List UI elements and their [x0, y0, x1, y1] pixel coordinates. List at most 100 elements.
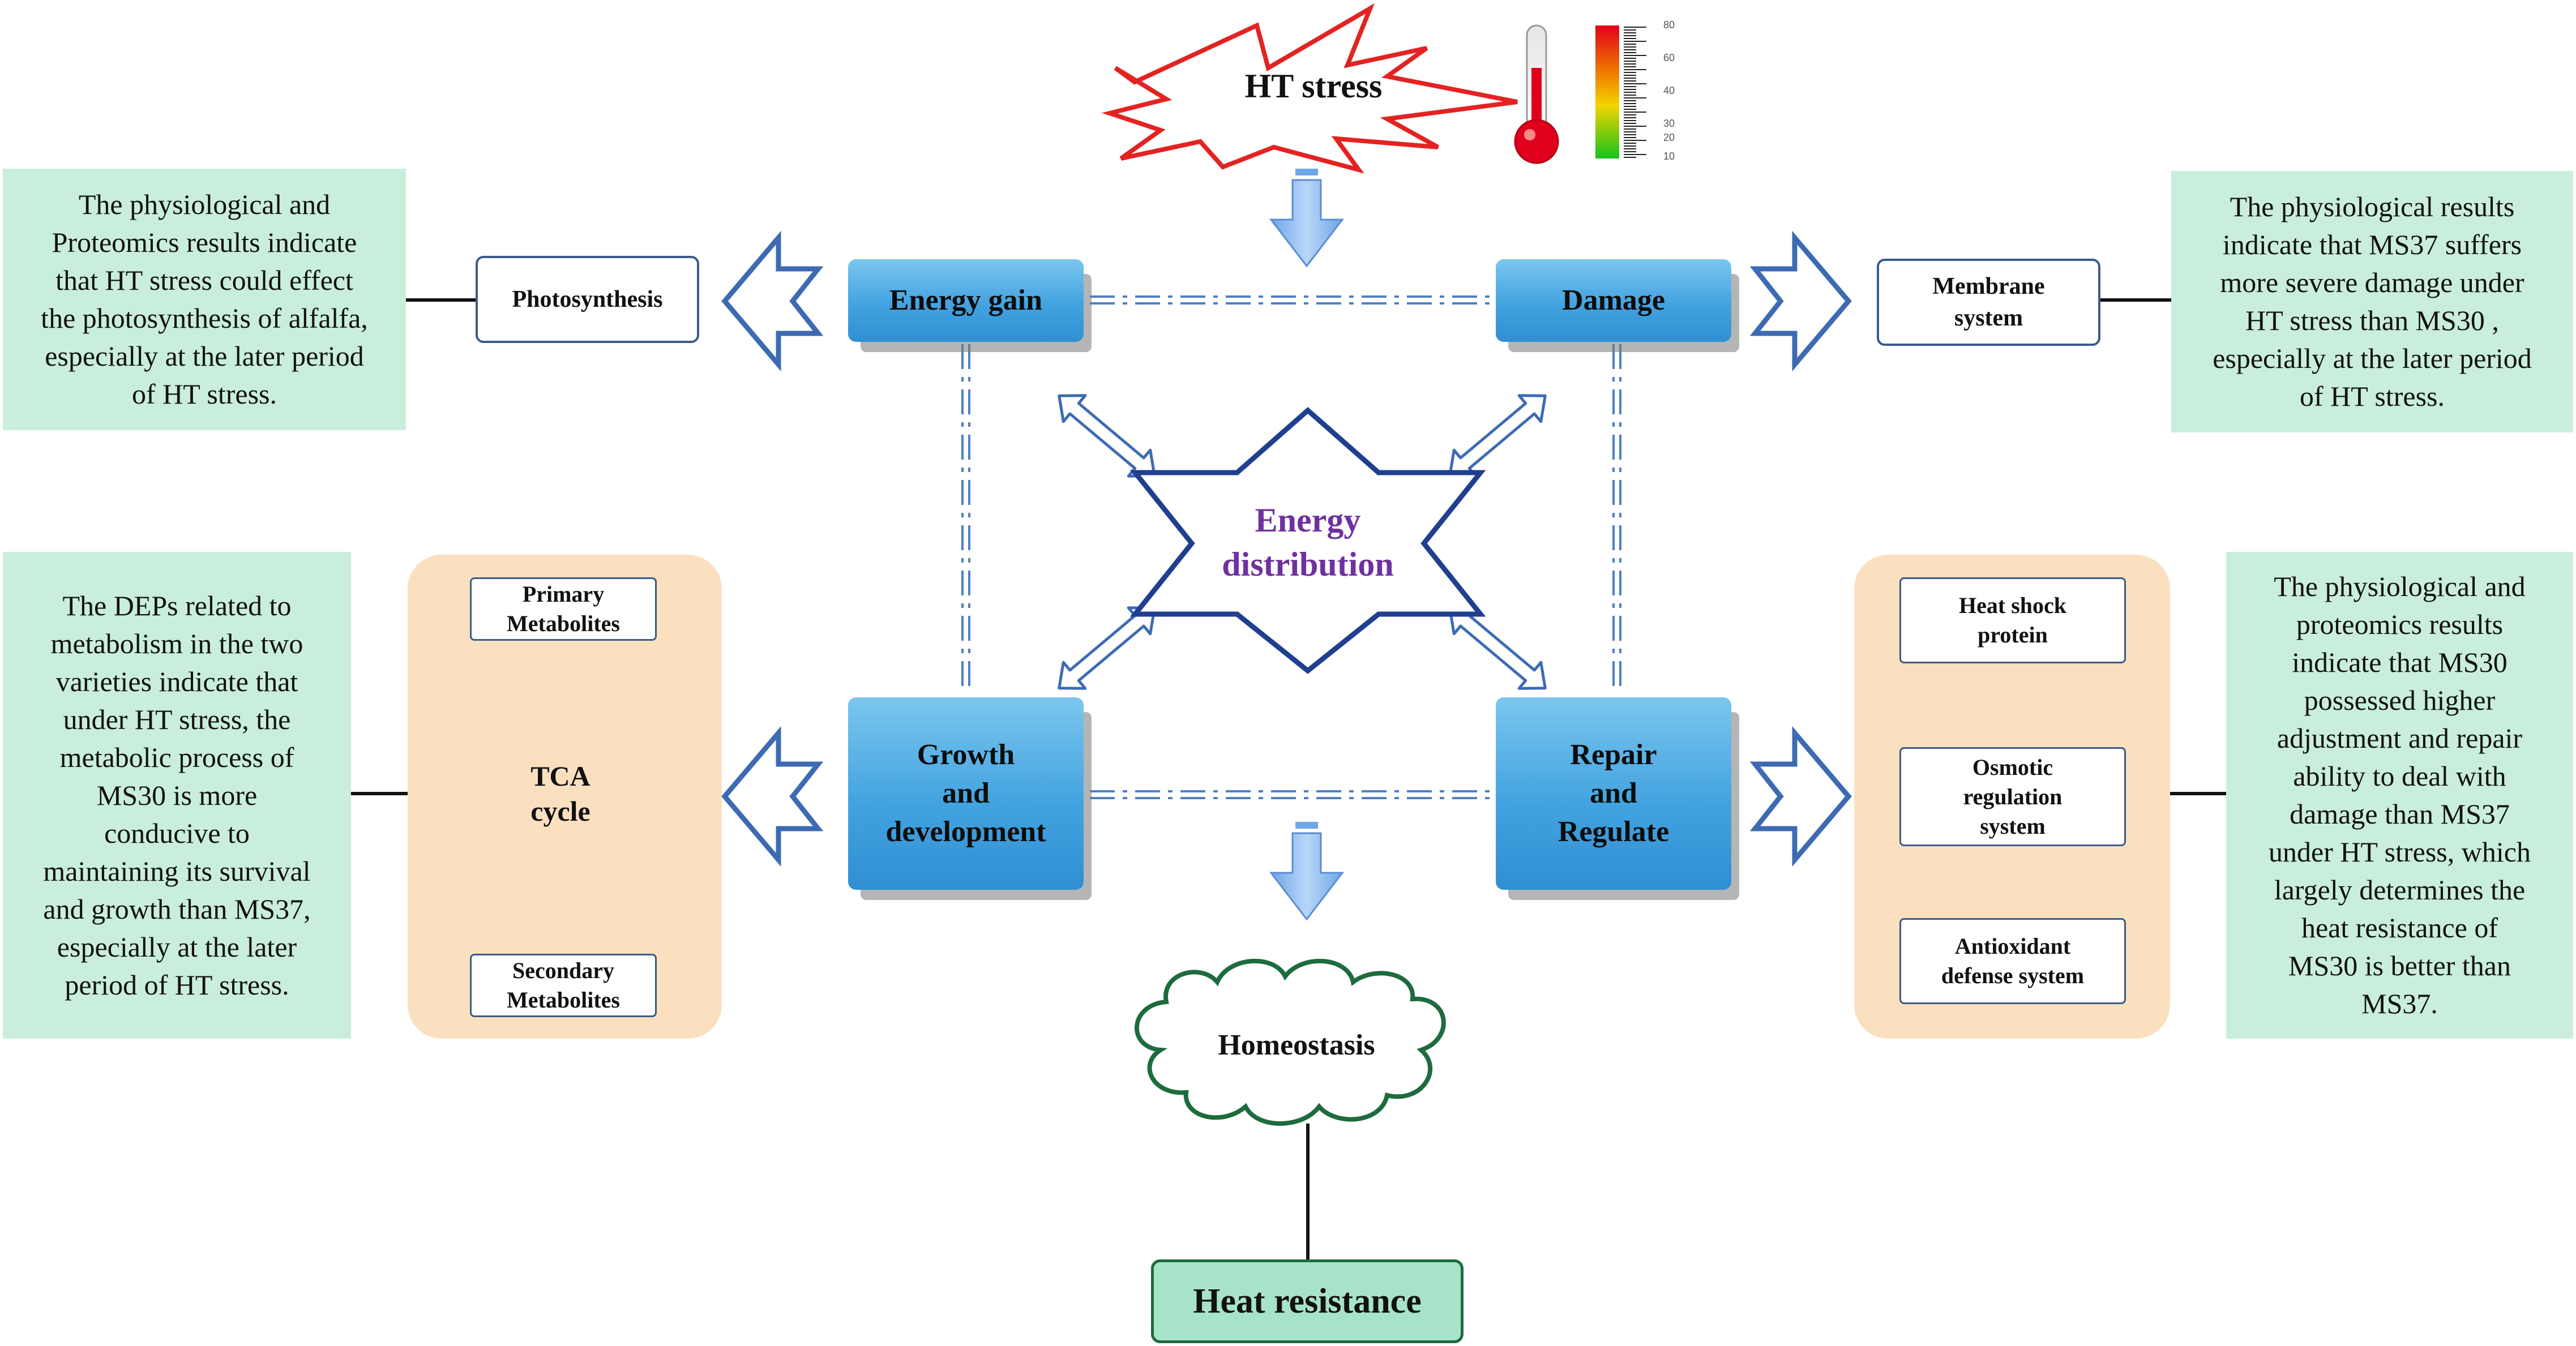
- repair-label-line2: and: [1590, 777, 1637, 809]
- note-mid-left: The DEPs related to metabolism in the tw…: [3, 552, 351, 1039]
- note-mid-right-line: heat resistance of: [2301, 912, 2498, 944]
- heat-shock-line2: protein: [1978, 622, 2048, 648]
- primary-metabolites-box[interactable]: Primary Metabolites: [470, 577, 657, 641]
- right-arrow-damage-icon: [1749, 230, 1852, 372]
- heat-shock-line1: Heat shock: [1959, 593, 2066, 618]
- energy-distribution-label: Energy distribution: [1195, 498, 1421, 586]
- antioxidant-defense-box[interactable]: Antioxidant defense system: [1899, 918, 2126, 1004]
- scale-label-30: 30: [1663, 118, 1675, 129]
- note-top-left-line: Proteomics results indicate: [52, 226, 357, 258]
- note-mid-right-line: under HT stress, which: [2269, 836, 2531, 868]
- growth-box[interactable]: Growth and development: [848, 697, 1084, 890]
- tca-label-line2: cycle: [530, 795, 590, 827]
- note-mid-right-line: indicate that MS30: [2292, 646, 2507, 678]
- growth-label-line2: and: [942, 777, 990, 809]
- energy-label-line1: Energy: [1255, 501, 1361, 539]
- secondary-metabolites-box[interactable]: Secondary Metabolites: [470, 954, 657, 1017]
- note-mid-right-line: MS30 is better than: [2288, 950, 2511, 981]
- heat-shock-protein-box[interactable]: Heat shock protein: [1899, 577, 2126, 663]
- osmotic-line2: regulation: [1963, 783, 2062, 809]
- damage-box[interactable]: Damage: [1496, 259, 1731, 342]
- note-mid-right-line: adjustment and repair: [2277, 722, 2523, 754]
- note-top-right: The physiological results indicate that …: [2171, 171, 2573, 432]
- homeostasis-cloud: [1134, 958, 1446, 1126]
- tca-cycle-label: TCA cycle: [518, 758, 603, 829]
- scale-label-80: 80: [1663, 19, 1675, 31]
- repair-label-line3: Regulate: [1557, 816, 1670, 848]
- note-mid-left-line: maintaining its survival: [43, 855, 311, 887]
- primary-label-line2: Metabolites: [507, 611, 620, 636]
- scale-label-20: 20: [1663, 132, 1675, 143]
- note-mid-right-line: proteomics results: [2296, 608, 2504, 640]
- connector-lines: [961, 295, 1621, 799]
- note-top-left-line: The physiological and: [78, 188, 331, 220]
- right-arrow-repair-icon: [1749, 726, 1852, 867]
- ht-stress-burst: [1101, 3, 1518, 174]
- growth-label-line1: Growth: [917, 739, 1015, 771]
- repair-label-line1: Repair: [1570, 739, 1657, 771]
- note-mid-right-line: damage than MS37: [2290, 798, 2510, 830]
- repair-box[interactable]: Repair and Regulate: [1496, 697, 1731, 890]
- note-links: [350, 298, 2226, 1259]
- osmotic-regulation-box[interactable]: Osmotic regulation system: [1899, 747, 2126, 846]
- note-mid-left-line: especially at the later: [57, 931, 297, 963]
- left-arrow-growth-icon: [721, 726, 824, 867]
- note-mid-right-line: MS37.: [2361, 988, 2438, 1019]
- down-arrow-top-icon: [1269, 169, 1345, 268]
- note-top-right-line: of HT stress.: [2299, 380, 2445, 412]
- energy-gain-box[interactable]: Energy gain: [848, 259, 1084, 342]
- note-top-left-line: that HT stress could effect: [55, 264, 353, 296]
- note-mid-left-line: varieties indicate that: [55, 665, 298, 697]
- note-top-left-line: especially at the later period: [45, 340, 364, 372]
- note-mid-left-line: period of HT stress.: [65, 968, 289, 1001]
- note-mid-left-line: under HT stress, the: [63, 703, 291, 735]
- photosynthesis-box[interactable]: Photosynthesis: [476, 256, 699, 343]
- note-mid-left-line: MS30 is more: [96, 779, 258, 811]
- membrane-label-line2: system: [1954, 305, 2023, 331]
- scale-label-60: 60: [1663, 52, 1675, 63]
- note-mid-right-line: ability to deal with: [2293, 760, 2506, 792]
- note-top-right-line: more severe damage under: [2220, 267, 2524, 298]
- note-top-right-line: indicate that MS37 suffers: [2222, 229, 2522, 260]
- note-top-right-line: HT stress than MS30 ,: [2245, 305, 2499, 336]
- note-mid-right: The physiological and proteomics results…: [2226, 552, 2573, 1039]
- osmotic-line3: system: [1980, 813, 2046, 839]
- growth-label-line3: development: [885, 816, 1046, 848]
- down-arrow-bottom-icon: [1269, 822, 1345, 921]
- note-top-left-line: the photosynthesis of alfalfa,: [41, 302, 368, 334]
- antioxidant-line1: Antioxidant: [1954, 933, 2071, 959]
- energy-label-line2: distribution: [1222, 546, 1394, 583]
- damage-label: Damage: [1562, 284, 1665, 316]
- note-mid-right-line: The physiological and: [2274, 571, 2526, 602]
- photosynthesis-label: Photosynthesis: [512, 286, 663, 312]
- scale-label-10: 10: [1663, 151, 1675, 162]
- note-top-right-line: The physiological results: [2230, 191, 2515, 222]
- note-mid-right-line: largely determines the: [2274, 874, 2526, 906]
- thermometer-icon: [1514, 24, 1559, 164]
- tca-label-line1: TCA: [530, 760, 590, 792]
- energy-gain-label: Energy gain: [889, 284, 1043, 316]
- left-arrow-energy-gain-icon: [721, 230, 824, 372]
- energy-star-shape: [1129, 407, 1486, 674]
- ht-stress-title: HT stress: [1244, 67, 1383, 105]
- secondary-label-line2: Metabolites: [507, 987, 620, 1013]
- heat-resistance-label: Heat resistance: [1193, 1281, 1422, 1321]
- antioxidant-line2: defense system: [1941, 963, 2085, 988]
- note-mid-left-line: and growth than MS37,: [43, 893, 311, 925]
- scale-label-40: 40: [1663, 85, 1675, 96]
- membrane-label-line1: Membrane: [1932, 273, 2045, 299]
- note-top-left-line: of HT stress.: [131, 378, 277, 410]
- note-mid-left-line: conducive to: [104, 817, 250, 849]
- membrane-system-box[interactable]: Membrane system: [1877, 259, 2100, 346]
- homeostasis-label: Homeostasis: [1218, 1029, 1375, 1061]
- note-mid-left-line: metabolic process of: [59, 741, 294, 773]
- temperature-scale: [1595, 25, 1646, 158]
- osmotic-line1: Osmotic: [1972, 754, 2053, 780]
- note-mid-right-line: possessed higher: [2304, 684, 2496, 716]
- note-mid-left-line: metabolism in the two: [50, 627, 303, 659]
- note-top-right-line: especially at the later period: [2213, 342, 2532, 374]
- heat-resistance-box[interactable]: Heat resistance: [1151, 1259, 1464, 1343]
- note-top-left: The physiological and Proteomics results…: [3, 169, 406, 430]
- secondary-label-line1: Secondary: [512, 958, 614, 983]
- primary-label-line1: Primary: [522, 581, 605, 607]
